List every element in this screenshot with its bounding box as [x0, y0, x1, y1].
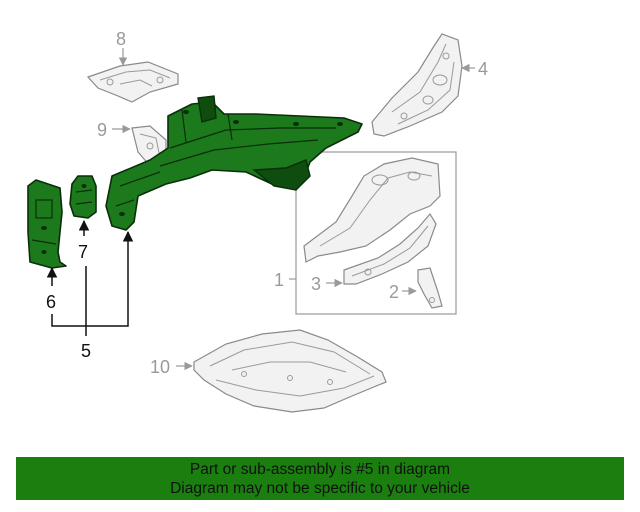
part-1-rail [303, 157, 441, 263]
part-6-plate [27, 179, 67, 269]
part-5-frame-assembly [105, 95, 363, 231]
callout-4: 4 [478, 59, 488, 79]
parts-diagram: 8 9 4 1 3 2 [27, 29, 488, 413]
banner-line-1: Part or sub-assembly is #5 in diagram [189, 461, 451, 478]
diagram-canvas: 8 9 4 1 3 2 [27, 29, 488, 413]
part-3-extension [343, 212, 437, 285]
part-1-group-box [295, 151, 457, 315]
callout-5: 5 [81, 341, 91, 361]
part-7-bracket [69, 175, 97, 219]
banner-line-2: Diagram may not be specific to your vehi… [170, 480, 470, 497]
callout-9: 9 [97, 120, 107, 140]
group-bracket-5 [51, 234, 129, 327]
callout-10: 10 [150, 357, 170, 377]
part-4-panel [371, 33, 463, 137]
callout-1: 1 [274, 270, 284, 290]
callout-8: 8 [116, 29, 126, 49]
callout-3: 3 [311, 274, 321, 294]
part-10-shield [193, 329, 387, 413]
callout-2: 2 [389, 282, 399, 302]
callout-6: 6 [46, 292, 56, 312]
part-8-bracket [86, 61, 179, 103]
callout-7: 7 [78, 242, 88, 262]
info-banner: Part or sub-assembly is #5 in diagram Di… [16, 457, 624, 500]
part-2-bracket [417, 267, 443, 309]
